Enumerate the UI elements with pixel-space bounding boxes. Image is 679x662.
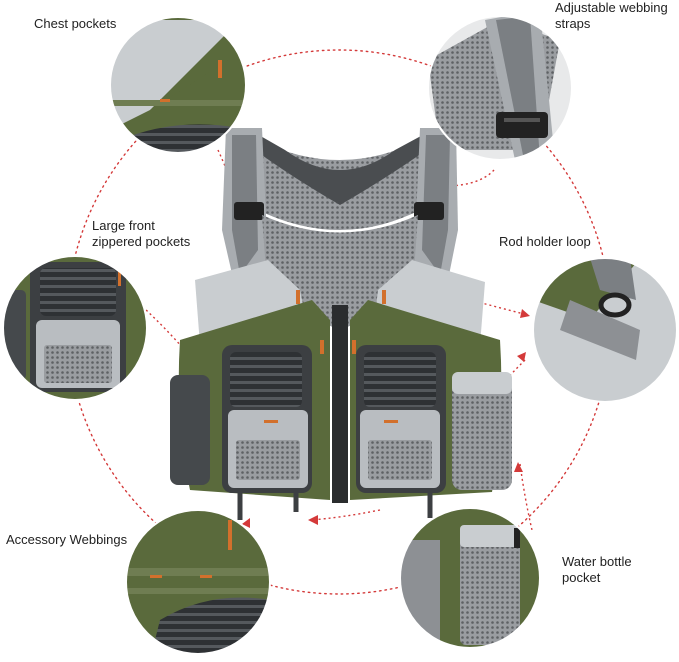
label-large-front-pockets: Large front zippered pockets — [92, 218, 191, 249]
detail-large-front-pockets — [3, 256, 147, 400]
water-bottle-pocket-main — [452, 372, 512, 490]
label-rod-holder-loop: Rod holder loop — [499, 234, 591, 249]
detail-rod-holder-loop — [533, 258, 677, 402]
pocket-left-side — [170, 375, 210, 485]
label-accessory-webbings: Accessory Webbings — [6, 532, 128, 547]
buckle-right — [414, 202, 444, 220]
buckle-left — [234, 202, 264, 220]
detail-chest-pockets — [110, 17, 246, 153]
label-adjustable-straps: Adjustable webbing straps — [555, 0, 668, 31]
vest-main — [170, 128, 512, 520]
detail-circle-borders — [2, 15, 678, 655]
detail-water-bottle-pocket — [400, 508, 540, 648]
detail-adjustable-straps — [428, 16, 572, 160]
label-water-bottle-pocket: Water bottle pocket — [562, 554, 632, 585]
vest-center-zipper — [332, 305, 348, 503]
detail-accessory-webbings — [126, 510, 270, 654]
label-chest-pockets: Chest pockets — [34, 16, 117, 31]
